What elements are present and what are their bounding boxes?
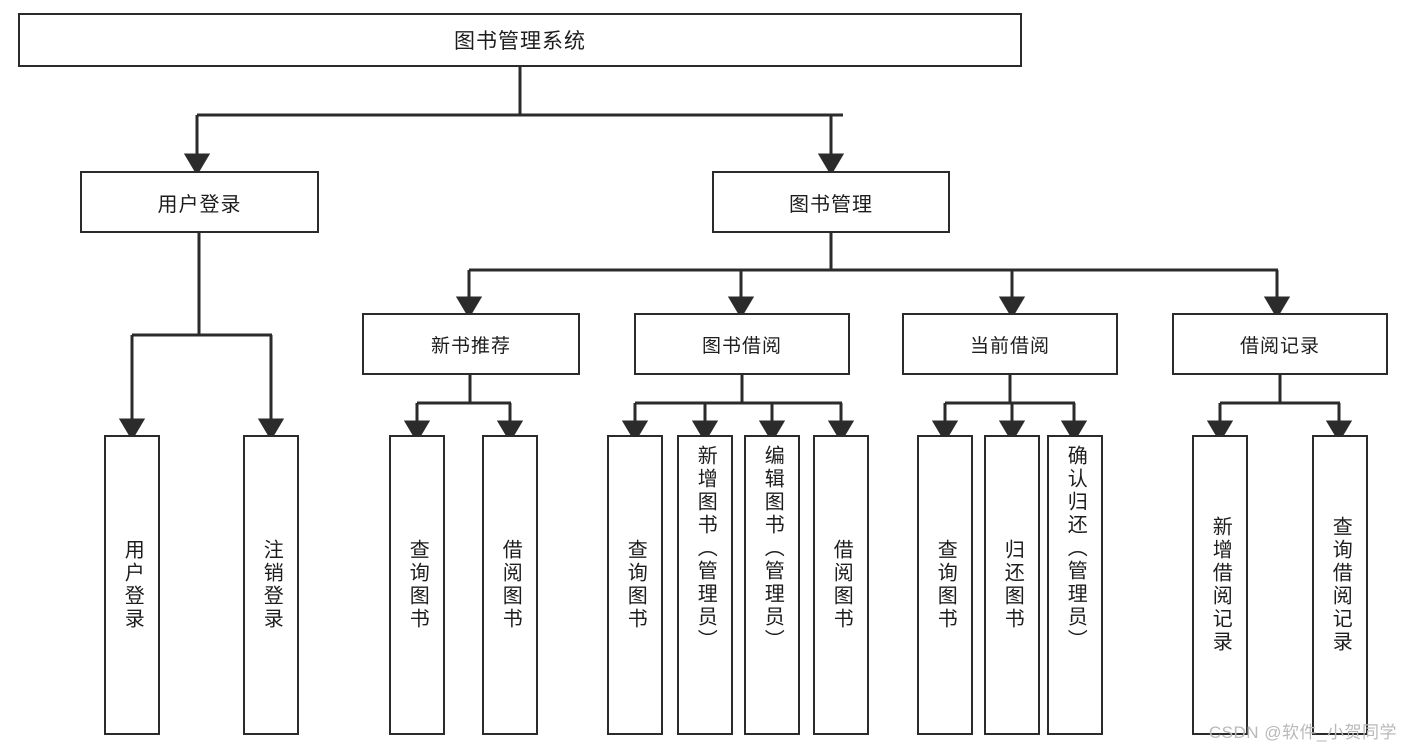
leaf-return-book[interactable]: 归还图书 (984, 435, 1040, 735)
node-user-login[interactable]: 用户登录 (80, 171, 319, 233)
node-borrow-record[interactable]: 借阅记录 (1172, 313, 1388, 375)
leaf-query-borrow-record[interactable]: 查询借阅记录 (1312, 435, 1368, 735)
node-new-book-recommend[interactable]: 新书推荐 (362, 313, 580, 375)
leaf-add-book-admin-label: 新增图书（管理员） (694, 445, 717, 652)
leaf-query-book-1[interactable]: 查询图书 (389, 435, 445, 735)
node-user-login-label: 用户登录 (157, 193, 242, 216)
leaf-query-book-3[interactable]: 查询图书 (917, 435, 973, 735)
leaf-user-login[interactable]: 用户登录 (104, 435, 160, 735)
node-root-label: 图书管理系统 (454, 30, 586, 53)
node-book-borrow[interactable]: 图书借阅 (634, 313, 850, 375)
node-book-management[interactable]: 图书管理 (712, 171, 950, 233)
leaf-borrow-book-2-label: 借阅图书 (830, 539, 853, 631)
leaf-query-book-2-label: 查询图书 (624, 539, 647, 631)
leaf-borrow-book-2[interactable]: 借阅图书 (813, 435, 869, 735)
node-current-borrow[interactable]: 当前借阅 (902, 313, 1118, 375)
leaf-borrow-book-1[interactable]: 借阅图书 (482, 435, 538, 735)
leaf-borrow-book-1-label: 借阅图书 (499, 539, 522, 631)
csdn-watermark: CSDN @软件_小贺同学 (1208, 723, 1397, 742)
leaf-logout-label: 注销登录 (260, 539, 283, 631)
leaf-add-book-admin[interactable]: 新增图书（管理员） (677, 435, 733, 735)
node-book-management-label: 图书管理 (789, 193, 873, 216)
node-borrow-record-label: 借阅记录 (1239, 335, 1320, 357)
leaf-return-book-label: 归还图书 (1001, 539, 1024, 631)
leaf-user-login-label: 用户登录 (121, 539, 144, 631)
leaf-query-book-2[interactable]: 查询图书 (607, 435, 663, 735)
leaf-confirm-return-admin[interactable]: 确认归还（管理员） (1047, 435, 1103, 735)
node-book-borrow-label: 图书借阅 (701, 335, 782, 357)
node-current-borrow-label: 当前借阅 (969, 335, 1050, 357)
leaf-logout[interactable]: 注销登录 (243, 435, 299, 735)
leaf-confirm-return-admin-label: 确认归还（管理员） (1064, 445, 1087, 652)
leaf-edit-book-admin[interactable]: 编辑图书（管理员） (744, 435, 800, 735)
leaf-query-borrow-record-label: 查询借阅记录 (1329, 516, 1352, 654)
leaf-add-borrow-record[interactable]: 新增借阅记录 (1192, 435, 1248, 735)
leaf-query-book-1-label: 查询图书 (406, 539, 429, 631)
leaf-query-book-3-label: 查询图书 (934, 539, 957, 631)
leaf-add-borrow-record-label: 新增借阅记录 (1209, 516, 1232, 654)
node-root[interactable]: 图书管理系统 (18, 13, 1022, 67)
node-new-book-recommend-label: 新书推荐 (430, 335, 511, 357)
leaf-edit-book-admin-label: 编辑图书（管理员） (761, 445, 784, 652)
